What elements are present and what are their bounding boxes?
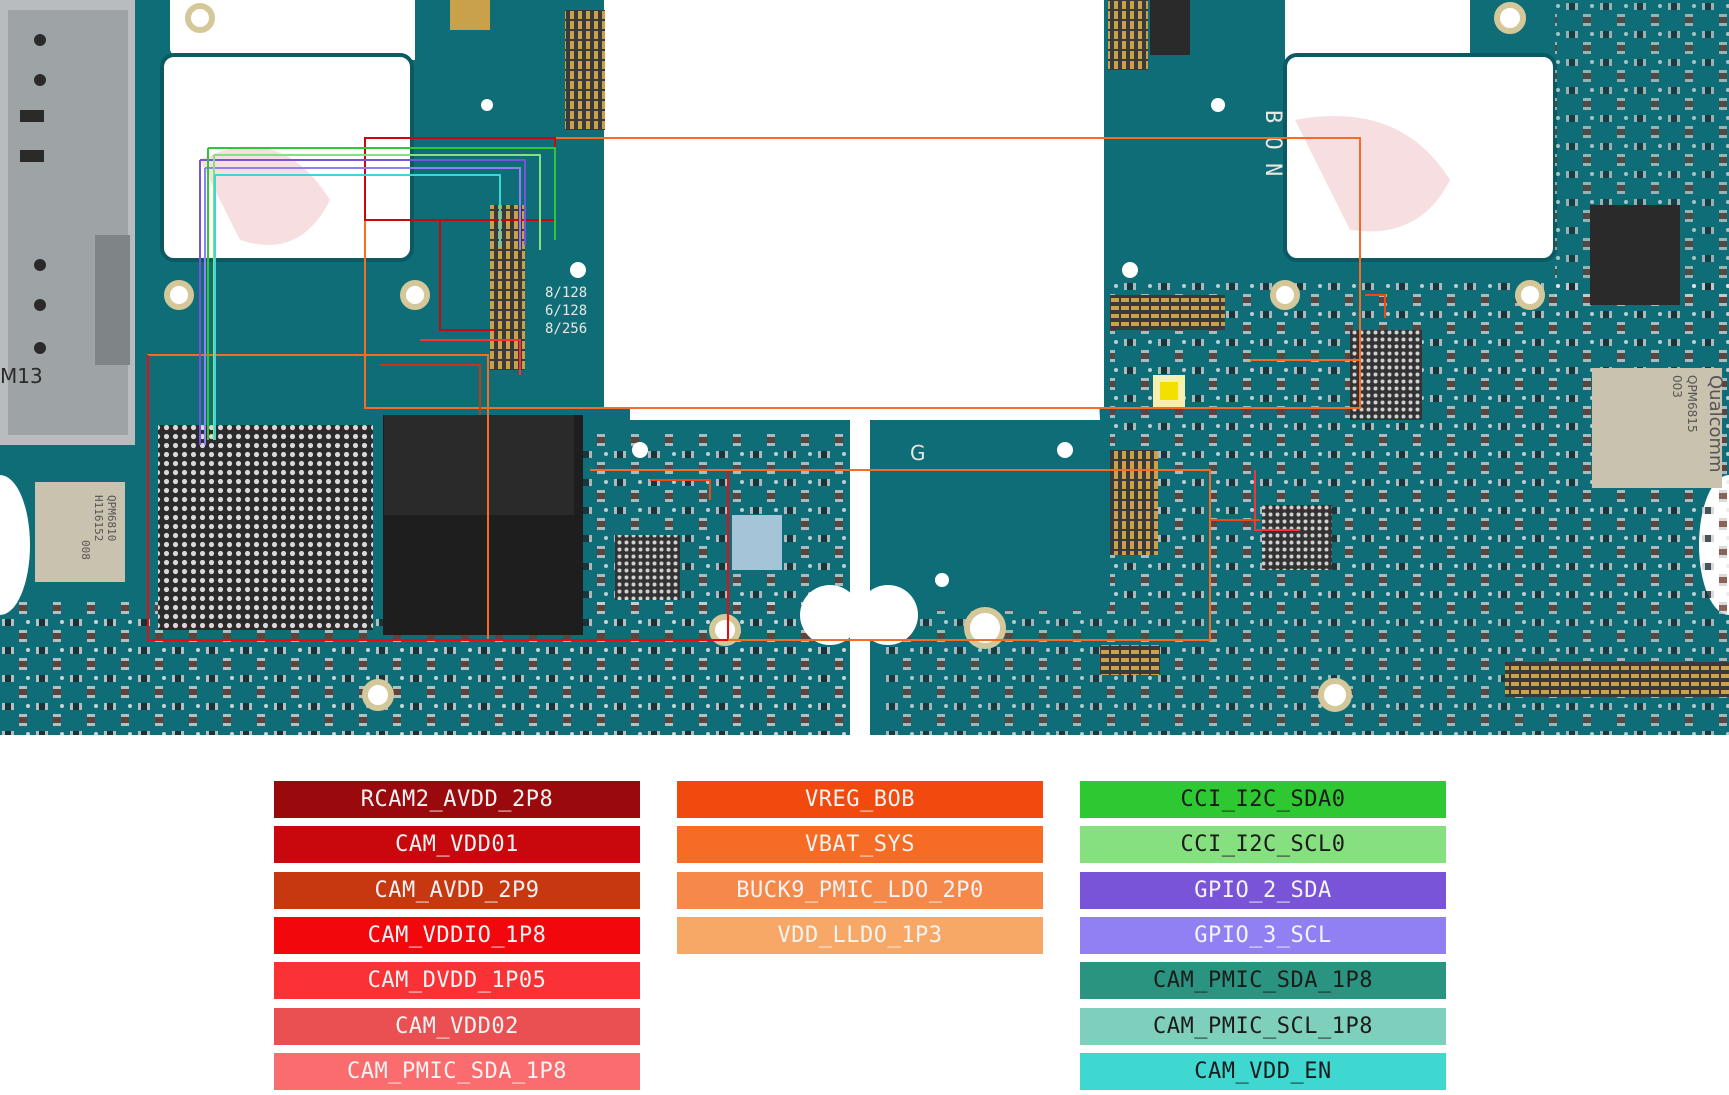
qualcomm-part: QPM6815 xyxy=(1685,375,1699,433)
pmic-small-line1: QPM6810 xyxy=(105,495,118,541)
board-code-label: M13 xyxy=(0,364,43,388)
legend-label-vdd-lldo-1p3: VDD_LLDO_1P3 xyxy=(677,917,1043,954)
legend-label-cam-vdd-en: CAM_VDD_EN xyxy=(1080,1053,1446,1090)
legend-label-cam-pmic-scl-1p8: CAM_PMIC_SCL_1P8 xyxy=(1080,1008,1446,1045)
legend-label-cam-vdd01: CAM_VDD01 xyxy=(274,826,640,863)
legend-label-cam-vdd02: CAM_VDD02 xyxy=(274,1008,640,1045)
mem-variant-1: 8/128 xyxy=(545,285,587,301)
b-on-silkscreen: B O N xyxy=(1260,110,1285,176)
pmic-chip-left xyxy=(35,482,125,582)
legend-label-buck9-pmic-ldo-2p0: BUCK9_PMIC_LDO_2P0 xyxy=(677,872,1043,909)
legend-label-cam-vddio-1p8: CAM_VDDIO_1P8 xyxy=(274,917,640,954)
legend-label-vreg-bob: VREG_BOB xyxy=(677,781,1043,818)
pmic-small-line3: 008 xyxy=(79,540,92,560)
legend-label-cam-pmic-sda-1p8: CAM_PMIC_SDA_1P8 xyxy=(1080,962,1446,999)
legend-label-rcam2-avdd-2p8: RCAM2_AVDD_2P8 xyxy=(274,781,640,818)
legend-label-gpio-3-scl: GPIO_3_SCL xyxy=(1080,917,1446,954)
brand-mark: G xyxy=(910,441,926,465)
mem-variant-2: 6/128 xyxy=(545,303,587,319)
pmic-small-line2: H116152 xyxy=(92,495,105,541)
legend-label-cam-dvdd-1p05: CAM_DVDD_1P05 xyxy=(274,962,640,999)
legend-label-gpio-2-sda: GPIO_2_SDA xyxy=(1080,872,1446,909)
qualcomm-label: Qualcomm xyxy=(1705,375,1726,473)
qualcomm-rev: 003 xyxy=(1670,375,1684,398)
legend-label-cci-i2c-scl0: CCI_I2C_SCL0 xyxy=(1080,826,1446,863)
legend-label-cci-i2c-sda0: CCI_I2C_SDA0 xyxy=(1080,781,1446,818)
legend-label-cam-pmic-sda-1p8: CAM_PMIC_SDA_1P8 xyxy=(274,1053,640,1090)
legend-label-vbat-sys: VBAT_SYS xyxy=(677,826,1043,863)
legend-label-cam-avdd-2p9: CAM_AVDD_2P9 xyxy=(274,872,640,909)
pcb-board-image: M13 QPM6810 H116152 008 8/128 6/128 8/25… xyxy=(0,0,1729,735)
mem-variant-3: 8/256 xyxy=(545,321,587,337)
qualcomm-chip xyxy=(1592,368,1722,488)
